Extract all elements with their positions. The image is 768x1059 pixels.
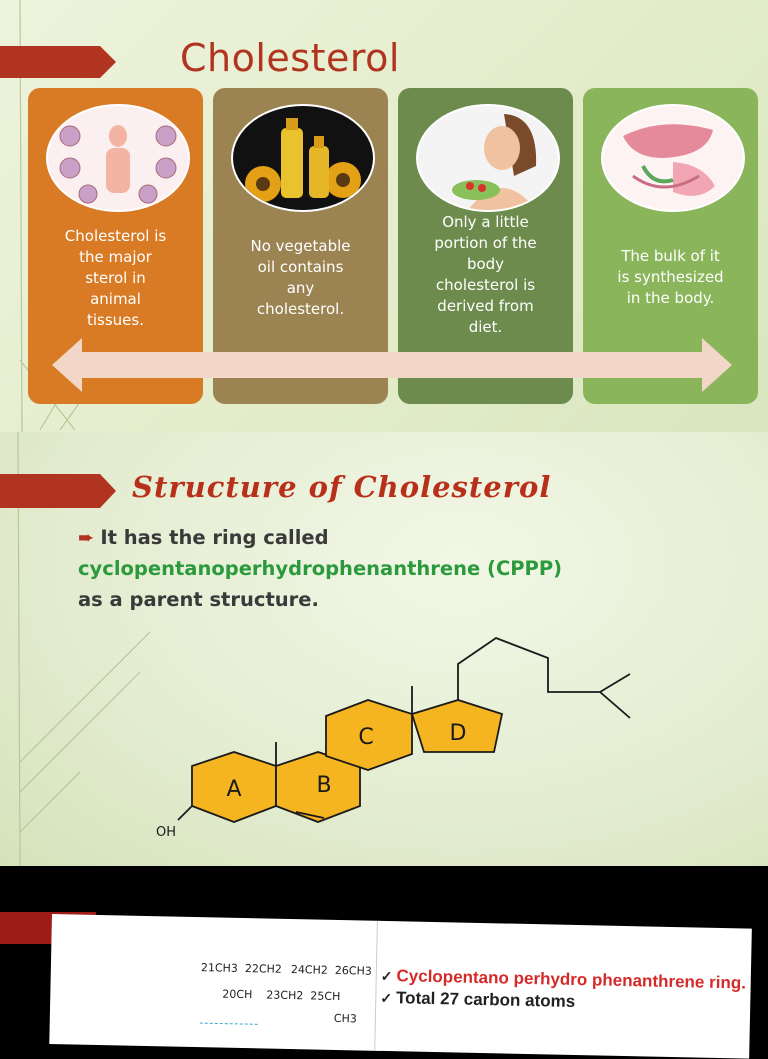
woman-eating-salad-image xyxy=(415,104,560,212)
ring-label: D xyxy=(450,721,467,746)
atom-label: 22CH2 xyxy=(245,962,282,976)
line-3: as a parent structure. xyxy=(78,588,319,611)
title-arrow-tab xyxy=(0,46,116,78)
cppp-ring-structure-diagram: A B C D OH xyxy=(156,636,631,840)
card-animal-tissues: Cholesterol is the major sterol in anima… xyxy=(28,88,203,404)
double-bond-line xyxy=(295,811,325,819)
ring-label: C xyxy=(358,725,373,750)
slide-cholesterol-overview: Cholesterol Cholesterol is the major ste… xyxy=(0,0,768,432)
card-vegetable-oil: No vegetable oil contains any cholestero… xyxy=(213,88,388,404)
facts-list: ✓Cyclopentano perhydro phenanthrene ring… xyxy=(380,965,751,1017)
side-chain xyxy=(457,636,631,700)
slide-title: Cholesterol xyxy=(180,36,400,80)
side-chain-formula: 21CH3 22CH2 24CH2 26CH3 20CH 23CH2 25CH … xyxy=(199,961,371,1025)
arrow-bullet-icon: ➨ xyxy=(78,526,95,549)
card-text: The bulk of it is synthesized in the bod… xyxy=(617,247,724,307)
vegetable-oil-bottles-image xyxy=(230,104,375,212)
checkmark-icon: ✓ xyxy=(380,989,393,1007)
ring-label: A xyxy=(226,777,241,802)
ring-b xyxy=(275,751,361,823)
atom-label: 26CH3 xyxy=(335,964,371,978)
divider xyxy=(374,920,378,1051)
atom-label: 24CH2 xyxy=(291,963,328,977)
slide-structure xyxy=(0,432,768,866)
card-diet: Only a little portion of the body choles… xyxy=(398,88,573,404)
ring-c xyxy=(325,699,413,771)
structure-description: ➨It has the ring called cyclopentanoperh… xyxy=(78,522,738,615)
cppp-name: cyclopentanoperhydrophenanthrene (CPPP) xyxy=(78,557,563,580)
card-text: Cholesterol is the major sterol in anima… xyxy=(64,227,167,329)
card-synthesis: The bulk of it is synthesized in the bod… xyxy=(583,88,758,404)
checkmark-icon: ✓ xyxy=(380,967,393,985)
card-text: Only a little portion of the body choles… xyxy=(434,213,537,336)
ring-d xyxy=(410,699,504,753)
liver-anatomy-image xyxy=(600,104,745,212)
slide-title: Structure of Cholesterol xyxy=(132,470,552,504)
atom-label: 23CH2 xyxy=(266,989,303,1003)
card-text: No vegetable oil contains any cholestero… xyxy=(250,237,351,318)
atom-label: CH3 xyxy=(334,1012,357,1025)
hydroxyl-label: OH xyxy=(156,825,176,840)
atom-label: 25CH xyxy=(310,989,340,1003)
title-arrow-tab xyxy=(0,474,116,508)
atom-label: 21CH3 xyxy=(201,961,238,975)
textbook-excerpt: 21CH3 22CH2 24CH2 26CH3 20CH 23CH2 25CH … xyxy=(49,914,752,1059)
human-body-tissues-image xyxy=(45,104,190,212)
atom-label: 20CH xyxy=(222,988,252,1002)
ring-label: B xyxy=(316,773,331,798)
double-headed-arrow xyxy=(52,338,732,392)
line-1: It has the ring called xyxy=(100,526,329,549)
